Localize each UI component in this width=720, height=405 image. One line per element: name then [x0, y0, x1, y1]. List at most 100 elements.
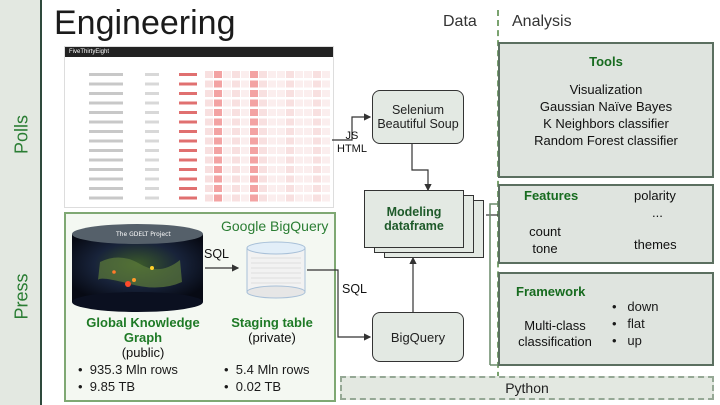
staging-title: Staging table [231, 315, 313, 330]
global-graph-subtitle: (public) [121, 345, 165, 360]
thumb-cell [259, 175, 267, 183]
thumb-cell [313, 166, 321, 173]
thumb-cell [304, 185, 312, 192]
thumb-cell [313, 185, 321, 192]
thumb-text-line [179, 196, 197, 200]
thumb-cell [259, 80, 267, 88]
data-header: Data [443, 13, 477, 30]
thumb-text-line [145, 92, 159, 95]
thumb-cell [205, 109, 213, 116]
thumb-cell [232, 156, 240, 164]
python-bar: Python [340, 376, 714, 400]
thumb-text-line [89, 187, 123, 190]
thumb-cell [304, 128, 312, 135]
framework-heading: Framework [516, 284, 586, 299]
thumb-text-line [145, 168, 159, 171]
thumb-cell [223, 156, 231, 164]
thumb-cell [313, 137, 321, 145]
thumb-cell [313, 80, 321, 88]
thumb-cell [250, 166, 258, 173]
thumb-cell [286, 109, 294, 116]
thumb-cell [241, 185, 249, 192]
thumb-cell [286, 90, 294, 97]
thumb-cell [277, 194, 285, 202]
page-title: Engineering [54, 4, 236, 42]
thumb-cell [205, 185, 213, 192]
thumb-text-line [179, 187, 197, 190]
thumb-cell [241, 90, 249, 97]
framework-item-up: • up [612, 333, 642, 348]
feature-polarity: polarity [634, 188, 676, 203]
thumb-cell [286, 185, 294, 192]
thumb-text-line [145, 187, 159, 190]
thumb-cell [223, 175, 231, 183]
thumb-cell [286, 80, 294, 88]
thumb-cell [322, 137, 330, 145]
thumb-cell [223, 128, 231, 135]
thumb-cell [250, 109, 258, 116]
thumb-cell [223, 71, 231, 78]
thumb-cell [295, 185, 303, 192]
thumb-cell [205, 71, 213, 78]
thumb-cell [223, 147, 231, 154]
thumb-cell [268, 166, 276, 173]
thumb-cell [259, 128, 267, 135]
thumb-cell [322, 194, 330, 202]
thumb-text-line [179, 158, 197, 162]
thumb-cell [241, 99, 249, 107]
thumb-cell [214, 90, 222, 97]
thumb-cell [232, 118, 240, 126]
thumb-cell [223, 90, 231, 97]
thumb-cell [205, 175, 213, 183]
thumb-cell [277, 156, 285, 164]
thumb-cell [223, 185, 231, 192]
thumb-cell [214, 80, 222, 88]
thumb-cell [232, 137, 240, 145]
framework-item-flat: • flat [612, 316, 645, 331]
thumb-cell [268, 80, 276, 88]
staging-stat-rows: • 5.4 Mln rows [224, 362, 310, 377]
thumb-cell [304, 118, 312, 126]
thumb-text-line [89, 149, 123, 152]
thumb-text-line [179, 92, 197, 95]
thumb-cell [268, 99, 276, 107]
thumb-cell [268, 137, 276, 145]
thumb-cell [241, 147, 249, 154]
features-heading: Features [524, 188, 579, 203]
thumb-cell [214, 109, 222, 116]
thumb-cell [322, 166, 330, 173]
thumb-cell [286, 71, 294, 78]
thumb-cell [241, 109, 249, 116]
thumb-cell [232, 128, 240, 135]
thumb-cell [304, 156, 312, 164]
thumb-cell [205, 99, 213, 107]
thumb-cell [250, 128, 258, 135]
screenshot-brand: FiveThirtyEight [65, 47, 333, 57]
thumb-cell [241, 156, 249, 164]
thumb-cell [259, 99, 267, 107]
thumb-cell [313, 90, 321, 97]
thumb-cell [322, 118, 330, 126]
thumb-text-line [89, 82, 123, 86]
thumb-cell [286, 118, 294, 126]
thumb-cell [286, 137, 294, 145]
thumb-cell [250, 175, 258, 183]
thumb-cell [250, 185, 258, 192]
thumb-cell [268, 147, 276, 154]
thumb-cell [268, 194, 276, 202]
polls-table-screenshot: FiveThirtyEight [64, 46, 334, 208]
thumb-cell [295, 109, 303, 116]
thumb-cell [223, 99, 231, 107]
thumb-cell [322, 156, 330, 164]
thumb-cell [277, 71, 285, 78]
thumb-cell [286, 194, 294, 202]
thumb-cell [295, 156, 303, 164]
tools-box: Tools Visualization Gaussian Naïve Bayes… [498, 42, 714, 178]
thumb-cell [322, 175, 330, 183]
thumb-cell [205, 166, 213, 173]
thumb-cell [214, 147, 222, 154]
thumb-cell [205, 156, 213, 164]
thumb-cell [268, 109, 276, 116]
